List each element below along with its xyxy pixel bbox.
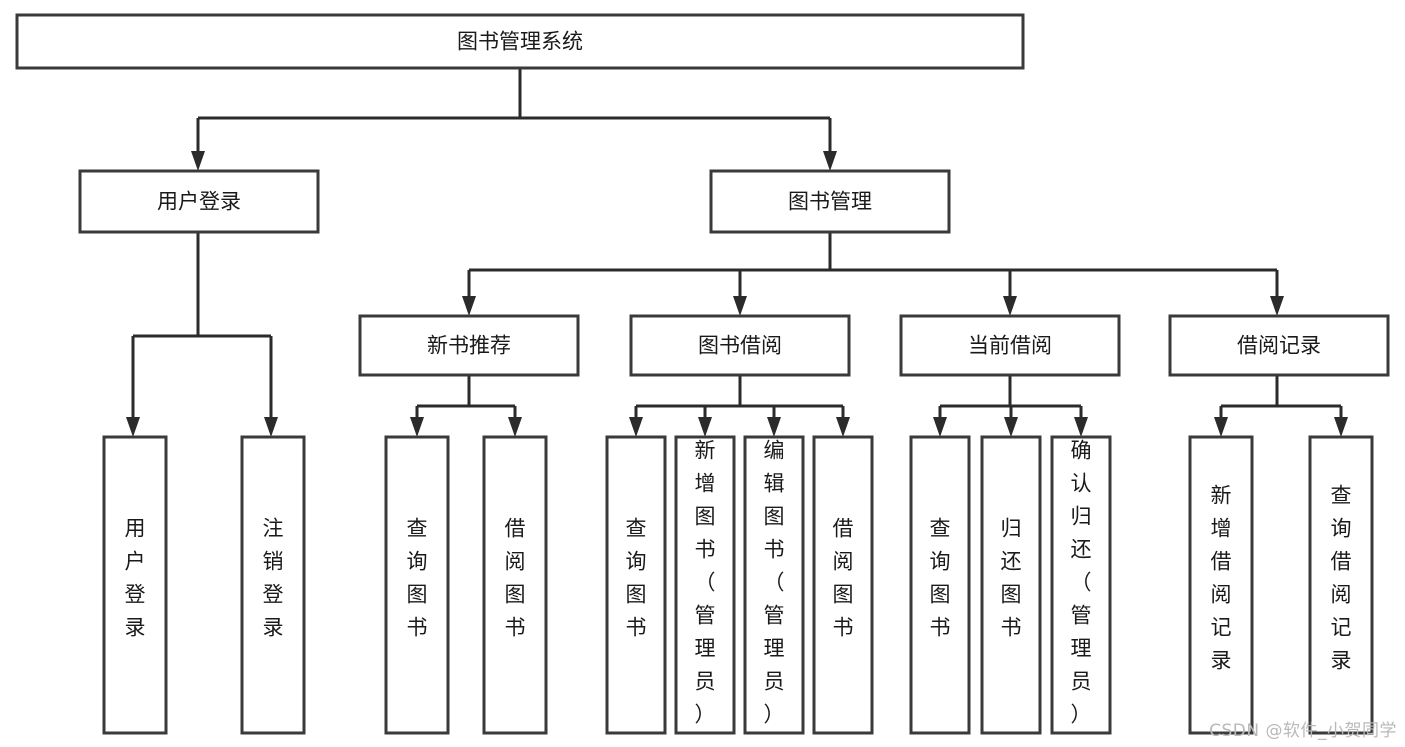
node-label-leaf-query-book-current: 查询图书 <box>930 517 951 640</box>
node-label-new-book-recommend: 新书推荐 <box>427 334 511 358</box>
node-label-borrow-record: 借阅记录 <box>1237 334 1321 358</box>
node-book-management[interactable]: 图书管理 <box>709 169 951 234</box>
node-leaf-user-logout[interactable]: 注销登录 <box>240 435 306 735</box>
arrow-head-icon <box>1270 296 1284 316</box>
node-label-leaf-query-book-recommend: 查询图书 <box>407 517 428 640</box>
node-box-user-login <box>78 169 320 234</box>
node-label-leaf-add-book: 新增图书（管理员） <box>695 439 716 727</box>
node-box-current-borrow <box>899 314 1121 377</box>
arrow-head-icon <box>1214 417 1228 437</box>
arrow-head-icon <box>410 417 424 437</box>
node-leaf-borrow-book-recommend[interactable]: 借阅图书 <box>482 435 548 735</box>
node-label-leaf-return-book: 归还图书 <box>1001 517 1022 640</box>
node-leaf-borrow-book[interactable]: 借阅图书 <box>812 435 874 735</box>
arrow-head-icon <box>462 296 476 316</box>
node-label-leaf-user-login: 用户登录 <box>125 517 146 640</box>
node-label-leaf-borrow-book: 借阅图书 <box>833 517 854 640</box>
arrow-head-icon <box>629 417 643 437</box>
node-leaf-query-book-recommend[interactable]: 查询图书 <box>384 435 450 735</box>
arrow-head-icon <box>836 417 850 437</box>
node-box-leaf-query-book-borrow <box>605 435 667 735</box>
node-box-leaf-borrow-book-recommend <box>482 435 548 735</box>
node-box-leaf-return-book <box>980 435 1042 735</box>
arrow-head-icon <box>1074 417 1088 437</box>
node-label-book-borrow: 图书借阅 <box>698 334 782 358</box>
node-label-leaf-confirm-return: 确认归还（管理员） <box>1071 439 1092 727</box>
node-box-book-management <box>709 169 951 234</box>
node-leaf-query-book-borrow[interactable]: 查询图书 <box>605 435 667 735</box>
connector-group-user-login-to-leaves <box>126 232 278 437</box>
node-leaf-add-borrow-record[interactable]: 新增借阅记录 <box>1188 435 1254 735</box>
node-leaf-add-book[interactable]: 新增图书（管理员） <box>674 435 736 735</box>
arrow-head-icon <box>1003 296 1017 316</box>
node-box-leaf-user-login <box>102 435 168 735</box>
node-leaf-user-login[interactable]: 用户登录 <box>102 435 168 735</box>
arrow-head-icon <box>823 151 837 171</box>
arrow-head-icon <box>767 417 781 437</box>
node-box-leaf-confirm-return <box>1050 435 1112 735</box>
connector-group-book-borrow-to-leaves <box>629 375 850 437</box>
node-box-book-borrow <box>629 314 851 377</box>
node-leaf-query-borrow-record[interactable]: 查询借阅记录 <box>1308 435 1374 735</box>
node-borrow-record[interactable]: 借阅记录 <box>1168 314 1390 377</box>
node-label-root: 图书管理系统 <box>457 30 583 54</box>
connector-layer <box>126 68 1348 437</box>
arrow-head-icon <box>508 417 522 437</box>
node-book-borrow[interactable]: 图书借阅 <box>629 314 851 377</box>
node-layer: 图书管理系统用户登录图书管理新书推荐图书借阅当前借阅借阅记录用户登录注销登录查询… <box>15 13 1390 735</box>
node-box-leaf-user-logout <box>240 435 306 735</box>
node-label-leaf-add-borrow-record: 新增借阅记录 <box>1211 484 1232 673</box>
arrow-head-icon <box>264 417 278 437</box>
arrow-head-icon <box>1334 417 1348 437</box>
node-label-user-login: 用户登录 <box>157 190 241 214</box>
connector-group-root-to-level2 <box>191 68 837 171</box>
arrow-head-icon <box>191 151 205 171</box>
connector-group-new-book-recommend-to-leaves <box>410 375 522 437</box>
node-box-leaf-add-book <box>674 435 736 735</box>
node-new-book-recommend[interactable]: 新书推荐 <box>358 314 580 377</box>
node-leaf-return-book[interactable]: 归还图书 <box>980 435 1042 735</box>
node-box-leaf-edit-book <box>743 435 805 735</box>
node-leaf-query-book-current[interactable]: 查询图书 <box>909 435 971 735</box>
connector-group-current-borrow-to-leaves <box>933 375 1088 437</box>
arrow-head-icon <box>1004 417 1018 437</box>
node-box-leaf-query-borrow-record <box>1308 435 1374 735</box>
node-label-book-management: 图书管理 <box>788 190 872 214</box>
connector-group-borrow-record-to-leaves <box>1214 375 1348 437</box>
node-box-leaf-add-borrow-record <box>1188 435 1254 735</box>
node-box-borrow-record <box>1168 314 1390 377</box>
node-leaf-edit-book[interactable]: 编辑图书（管理员） <box>743 435 805 735</box>
node-root[interactable]: 图书管理系统 <box>15 13 1025 70</box>
node-label-leaf-edit-book: 编辑图书（管理员） <box>764 439 785 727</box>
node-box-leaf-query-book-recommend <box>384 435 450 735</box>
node-label-leaf-query-borrow-record: 查询借阅记录 <box>1331 484 1352 673</box>
node-user-login[interactable]: 用户登录 <box>78 169 320 234</box>
node-label-leaf-user-logout: 注销登录 <box>263 517 284 640</box>
node-label-current-borrow: 当前借阅 <box>968 334 1052 358</box>
node-box-root <box>15 13 1025 70</box>
arrow-head-icon <box>933 417 947 437</box>
connector-group-book-management-to-level3 <box>462 232 1284 316</box>
node-box-leaf-borrow-book <box>812 435 874 735</box>
node-box-leaf-query-book-current <box>909 435 971 735</box>
arrow-head-icon <box>698 417 712 437</box>
arrow-head-icon <box>126 417 140 437</box>
node-box-new-book-recommend <box>358 314 580 377</box>
node-label-leaf-borrow-book-recommend: 借阅图书 <box>505 517 526 640</box>
arrow-head-icon <box>733 296 747 316</box>
node-current-borrow[interactable]: 当前借阅 <box>899 314 1121 377</box>
node-label-leaf-query-book-borrow: 查询图书 <box>626 517 647 640</box>
node-leaf-confirm-return[interactable]: 确认归还（管理员） <box>1050 435 1112 735</box>
